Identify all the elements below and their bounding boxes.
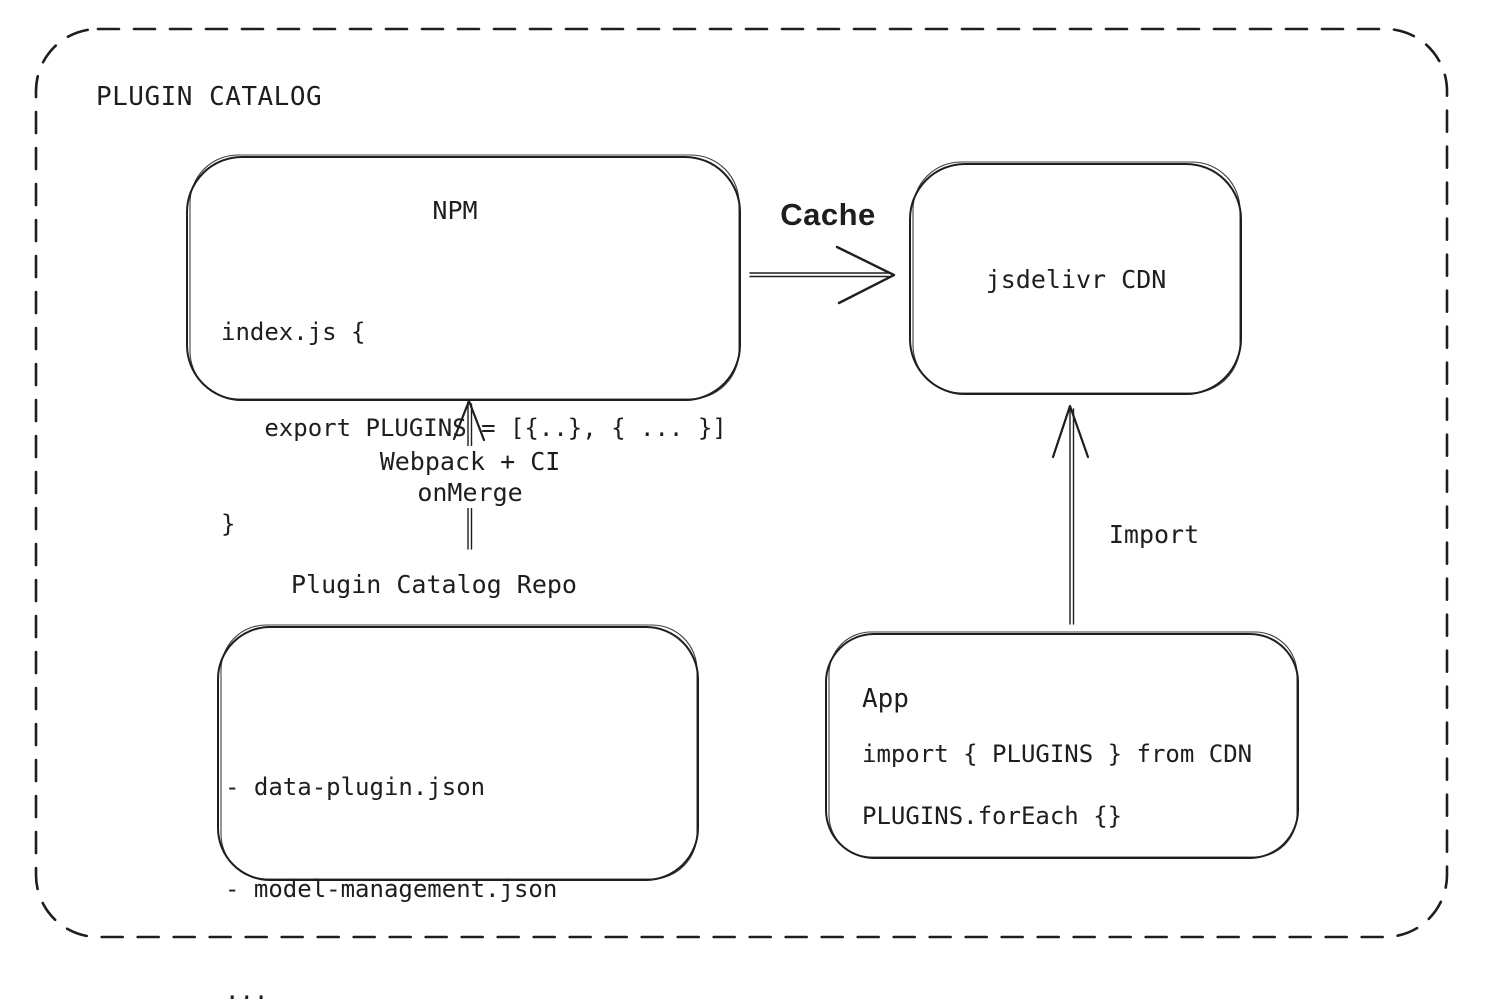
npm-code-line: index.js { (221, 318, 366, 346)
import-arrow-label: Import (1108, 520, 1200, 549)
cache-arrow (749, 245, 896, 305)
npm-code-line: } (221, 510, 236, 538)
repo-box-title: Plugin Catalog Repo (291, 570, 577, 599)
build-arrow-label: Webpack + CI onMerge (371, 446, 569, 508)
cdn-box (909, 161, 1242, 395)
repo-file-item: ... (225, 977, 269, 1002)
repo-file-item: - model-management.json (225, 875, 558, 903)
npm-code-block: index.js { export PLUGINS = [{..}, { ...… (221, 252, 727, 604)
repo-file-item: - data-plugin.json (225, 773, 486, 801)
npm-box-title: NPM (432, 196, 478, 225)
catalog-boundary (34, 27, 1449, 939)
cdn-box-title: jsdelivr CDN (985, 265, 1167, 294)
app-box-title: App (862, 684, 909, 714)
npm-code-line: export PLUGINS = [{..}, { ... }] (221, 414, 727, 442)
app-code-line: import { PLUGINS } from CDN (862, 740, 1253, 768)
app-box (825, 631, 1299, 859)
repo-file-list: - data-plugin.json - model-management.js… (225, 702, 557, 1002)
repo-box (217, 624, 699, 881)
npm-box (186, 154, 741, 401)
cache-arrow-label: Cache (780, 197, 876, 232)
diagram-title: PLUGIN CATALOG (96, 82, 323, 112)
app-code-line: PLUGINS.forEach {} (862, 802, 1123, 830)
import-arrow (1051, 404, 1090, 625)
